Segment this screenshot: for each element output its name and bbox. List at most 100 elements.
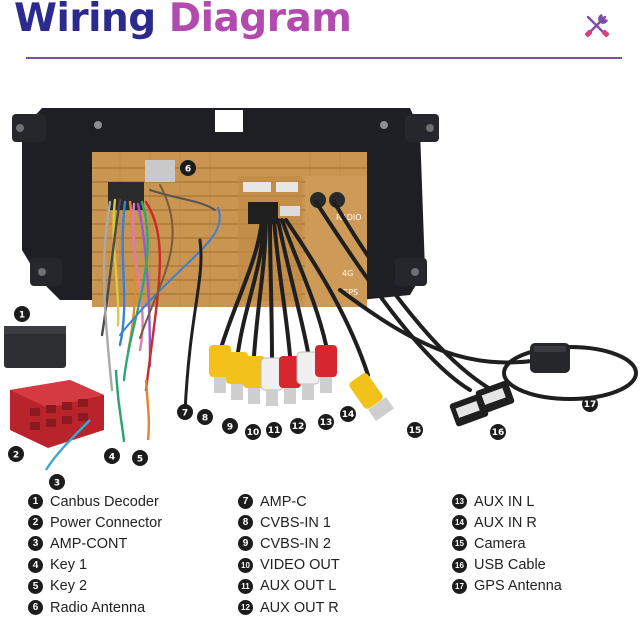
callout-5: 5 (132, 450, 148, 466)
legend-number: 7 (238, 494, 253, 510)
wire-harness (100, 184, 221, 392)
legend-item: 6 Radio Antenna (28, 597, 162, 618)
svg-text:2: 2 (13, 451, 19, 461)
legend-label: GPS Antenna (474, 578, 562, 595)
svg-text:10: 10 (247, 428, 260, 438)
legend-label: AUX IN L (474, 493, 535, 510)
callout-13: 13 (318, 414, 334, 430)
rca-plug-aux-out-r (279, 356, 301, 404)
legend-number: 17 (452, 578, 467, 594)
legend-label: AUX OUT R (260, 599, 339, 616)
svg-text:3: 3 (54, 479, 60, 489)
page-title: Wiring Diagram (14, 0, 352, 41)
legend-item: 10 VIDEO OUT (238, 555, 340, 576)
callout-6: 6 (180, 160, 196, 176)
title-word-2: Diagram (168, 0, 352, 41)
legend-number: 13 (452, 494, 467, 510)
legend-label: USB Cable (474, 557, 546, 574)
svg-text:6: 6 (185, 165, 191, 175)
legend-label: AUX OUT L (260, 578, 337, 595)
legend-label: Power Connector (50, 514, 163, 531)
legend-item: 3 AMP-CONT (28, 533, 162, 554)
panel-label-radio: RADIO (336, 213, 362, 222)
legend-number: 8 (238, 515, 253, 531)
gps-antenna (502, 343, 638, 401)
callout-17: 17 (582, 396, 598, 412)
svg-text:1: 1 (19, 311, 25, 321)
svg-text:15: 15 (409, 426, 422, 436)
legend-number: 16 (452, 557, 467, 573)
svg-text:16: 16 (492, 428, 505, 438)
callout-14: 14 (340, 406, 356, 422)
power-connector (10, 380, 104, 448)
title-word-1: Wiring (14, 0, 156, 41)
legend-item: 2 Power Connector (28, 512, 162, 533)
legend-number: 14 (452, 515, 467, 531)
legend-label: Key 2 (50, 578, 88, 595)
rca-cable-bundle (183, 200, 542, 414)
legend-label: VIDEO OUT (260, 557, 340, 574)
canbus-decoder-box (4, 326, 66, 368)
tools-icon (584, 14, 610, 38)
legend-label: AMP-C (260, 493, 307, 510)
callout-4: 4 (104, 448, 120, 464)
legend-item: 12 AUX OUT R (238, 597, 340, 618)
callout-9: 9 (222, 418, 238, 434)
legend-number: 2 (28, 515, 43, 531)
legend-column-1: 1 Canbus Decoder 2 Power Connector 3 AMP-CO… (28, 491, 162, 618)
svg-text:13: 13 (320, 418, 333, 428)
callout-12: 12 (290, 418, 306, 434)
callouts: 1 2 3 4 5 6 7 8 9 10 11 12 13 14 15 16 1… (8, 160, 598, 490)
legend-item: 9 CVBS-IN 2 (238, 533, 340, 554)
callout-10: 10 (245, 424, 261, 440)
callout-8: 8 (197, 409, 213, 425)
callout-1: 1 (14, 306, 30, 322)
callout-15: 15 (407, 422, 423, 438)
legend-item: 16 USB Cable (452, 555, 562, 576)
rca-plug-aux-in-l (296, 351, 320, 400)
legend-number: 4 (28, 557, 43, 573)
svg-text:12: 12 (292, 422, 305, 432)
svg-text:8: 8 (202, 414, 208, 424)
rca-plug-video-out (243, 356, 265, 404)
svg-text:14: 14 (342, 410, 355, 420)
panel-label-gps: GPS (342, 288, 358, 297)
svg-text:7: 7 (182, 409, 188, 419)
legend-number: 9 (238, 536, 253, 552)
legend-number: 12 (238, 600, 253, 616)
legend-number: 3 (28, 536, 43, 552)
svg-text:17: 17 (584, 400, 597, 410)
callout-11: 11 (266, 422, 282, 438)
legend-label: CVBS-IN 2 (260, 535, 331, 552)
legend-number: 6 (28, 600, 43, 616)
legend-number: 5 (28, 578, 43, 594)
legend-label: Radio Antenna (50, 599, 146, 616)
legend-number: 10 (238, 557, 253, 573)
legend-number: 15 (452, 536, 467, 552)
usb-connectors (449, 380, 515, 427)
title-underline (26, 57, 622, 59)
callout-7: 7 (177, 404, 193, 420)
callout-16: 16 (490, 424, 506, 440)
svg-text:11: 11 (268, 426, 281, 436)
legend-item: 13 AUX IN L (452, 491, 562, 512)
rca-plug-aux-in-r (315, 345, 337, 393)
amp-cont-wire (44, 419, 91, 471)
callout-2: 2 (8, 446, 24, 462)
legend-item: 17 GPS Antenna (452, 576, 562, 597)
legend-label: Canbus Decoder (50, 493, 159, 510)
rca-plug-cvbs-in-2 (226, 352, 248, 400)
svg-text:9: 9 (227, 423, 233, 433)
wiring-diagram: RADIO 4G GPS (4, 108, 638, 490)
callout-3: 3 (49, 474, 65, 490)
legend-label: AMP-CONT (50, 535, 128, 552)
legend-number: 1 (28, 494, 43, 510)
svg-text:5: 5 (137, 455, 143, 465)
